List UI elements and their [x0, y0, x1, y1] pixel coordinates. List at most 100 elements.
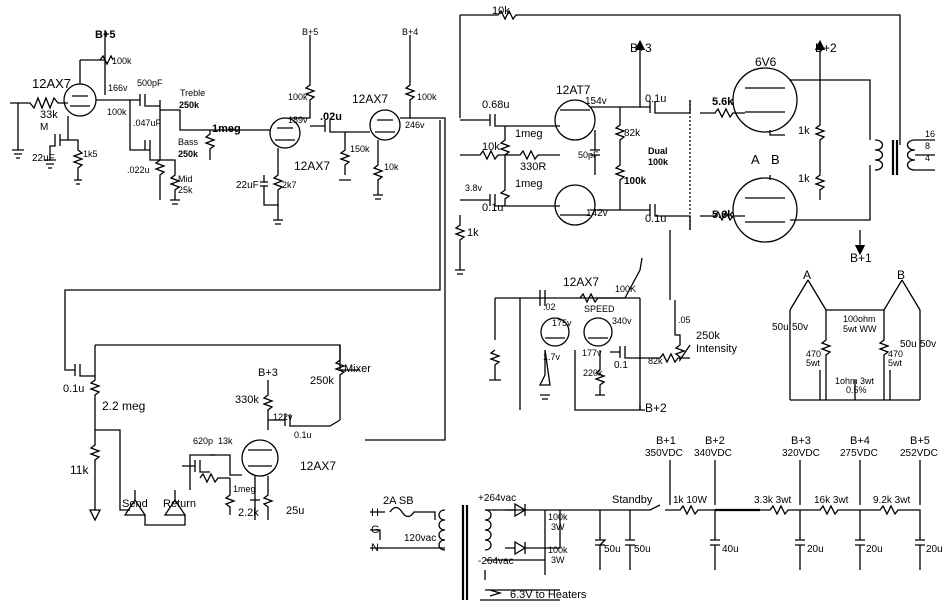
label-ps-b2: B+2	[705, 435, 725, 447]
label-bplus3-mid: B+3	[258, 367, 278, 379]
label-mixer-250k: 250k	[310, 375, 334, 387]
label-bplus2-top: B+2	[815, 41, 837, 55]
label-r16k3w: 16k 3wt	[814, 495, 849, 506]
label-r100k-3w-a: 100k	[548, 512, 568, 522]
label-v177: 177v	[582, 348, 602, 358]
label-bplus1-bottom: B+1	[850, 251, 872, 265]
label-v142: 142v	[586, 208, 608, 219]
label-c50u-ps-a: 50u	[604, 544, 621, 555]
label-ps-252: 252VDC	[900, 448, 938, 459]
label-r1ohm-tol: 0.5%	[846, 385, 867, 395]
label-r5wtww: 5wt WW	[843, 324, 877, 334]
label-r1k10w: 1k 10W	[673, 495, 707, 506]
label-r100ohm: 100ohm	[843, 314, 876, 324]
label-v175: 175v	[552, 318, 572, 328]
label-c50u-b: 50u	[900, 339, 917, 350]
label-r100k-a: 100k	[112, 56, 132, 66]
label-bass: Bass	[178, 137, 199, 147]
label-v17: 1.7v	[543, 352, 561, 362]
label-v154: 154v	[585, 96, 607, 107]
label-r56k-a: 5.6k	[712, 96, 734, 108]
label-r220k: 220k	[583, 368, 603, 378]
label-standby: Standby	[612, 494, 653, 506]
label-c068u: 0.68u	[482, 99, 510, 111]
label-c40u: 40u	[722, 544, 739, 555]
label-bplus4-top: B+4	[402, 27, 418, 37]
label-ps-b3: B+3	[791, 435, 811, 447]
label-r100k-e: 100k	[624, 176, 647, 187]
label-v264p: +264vac	[478, 493, 516, 504]
label-h: H	[371, 507, 379, 519]
label-dual: Dual	[648, 146, 668, 156]
label-r100k-3w-b-w: 3W	[551, 555, 565, 565]
label-ps-350: 350VDC	[645, 448, 683, 459]
label-n: N	[371, 542, 379, 554]
label-treble: Treble	[180, 88, 205, 98]
label-r1meg-b: 1meg	[515, 128, 543, 140]
label-v189: 189v	[288, 115, 308, 125]
label-bias-b: B	[897, 268, 905, 282]
label-r330k: 330k	[235, 394, 259, 406]
label-c50v-a: 50v	[792, 322, 808, 333]
label-c20u-c: 20u	[926, 544, 943, 555]
label-bplus5-mid: B+5	[302, 27, 318, 37]
label-r1k-a: 1k	[798, 125, 810, 137]
label-r82k-b: 82k	[648, 356, 663, 366]
label-tap8: 8	[925, 141, 930, 151]
label-ps-b1: B+1	[656, 435, 676, 447]
label-ps-320: 320VDC	[782, 448, 820, 459]
label-mixer: Mixer	[344, 363, 371, 375]
label-c500pf: 500pF	[137, 78, 163, 88]
power-supply	[370, 460, 925, 601]
label-send: Send	[122, 498, 148, 510]
label-r470-b: 470	[888, 349, 903, 359]
label-r1meg-a: 1meg	[212, 123, 241, 135]
label-top-10k: 10k	[492, 5, 510, 17]
label-c047: .047uF	[133, 118, 162, 128]
label-fuse: 2A SB	[383, 495, 414, 507]
label-mid-25k: 25k	[178, 185, 193, 195]
label-bplus2-trem: B+2	[645, 401, 667, 415]
label-c02u: .02u	[320, 111, 342, 123]
output-stage	[700, 39, 935, 256]
label-intensity-250k: 250k	[696, 330, 720, 342]
label-tap16: 16	[925, 129, 935, 139]
label-tube-v2: 12AX7	[294, 159, 330, 173]
label-intensity: Intensity	[696, 343, 737, 355]
label-tube-trem: 12AX7	[563, 275, 599, 289]
label-c50v-b: 50v	[920, 339, 936, 350]
label-r1k5: 1k5	[83, 149, 98, 159]
label-trem-02: .02	[543, 302, 556, 312]
label-r1ohm: 1ohm 3wt	[835, 376, 875, 386]
label-heaters: 6.3V to Heaters	[510, 589, 587, 601]
label-c01u-b: 0.1u	[645, 93, 666, 105]
label-g: G	[371, 524, 380, 536]
label-bass-250k: 250k	[178, 149, 199, 159]
label-c05: .05	[678, 315, 691, 325]
label-r33k: 33k	[40, 109, 58, 121]
label-c01u-e: 0.1u	[294, 430, 312, 440]
label-r470-a: 470	[806, 349, 821, 359]
label-ps-275: 275VDC	[840, 448, 878, 459]
label-r82k: 82k	[624, 128, 641, 139]
label-r150k: 150k	[350, 144, 370, 154]
label-c01u-a: 0.1u	[482, 202, 503, 214]
label-r10k-a: 10k	[384, 162, 399, 172]
label-c50u-ps-b: 50u	[634, 544, 651, 555]
label-r470-b-wt: 5wt	[888, 358, 903, 368]
tremolo-circuit	[489, 230, 691, 411]
label-r22k: 2.2k	[238, 507, 259, 519]
label-c01u-d: 0.1u	[63, 383, 84, 395]
label-return: Return	[163, 498, 196, 510]
label-r100k-3w-a-w: 3W	[551, 522, 565, 532]
label-bplus5-top: B+5	[95, 29, 116, 41]
label-r100k-d: 100k	[417, 92, 437, 102]
label-trem-100k: 100K	[615, 284, 636, 294]
label-r1meg-d: 1meg	[233, 484, 256, 494]
label-v120ac: 120vac	[404, 533, 436, 544]
label-c25u: 25u	[286, 505, 304, 517]
label-tube-12at7: 12AT7	[556, 83, 591, 97]
label-c20u-b: 20u	[866, 544, 883, 555]
label-r1k: 1k	[467, 227, 479, 239]
